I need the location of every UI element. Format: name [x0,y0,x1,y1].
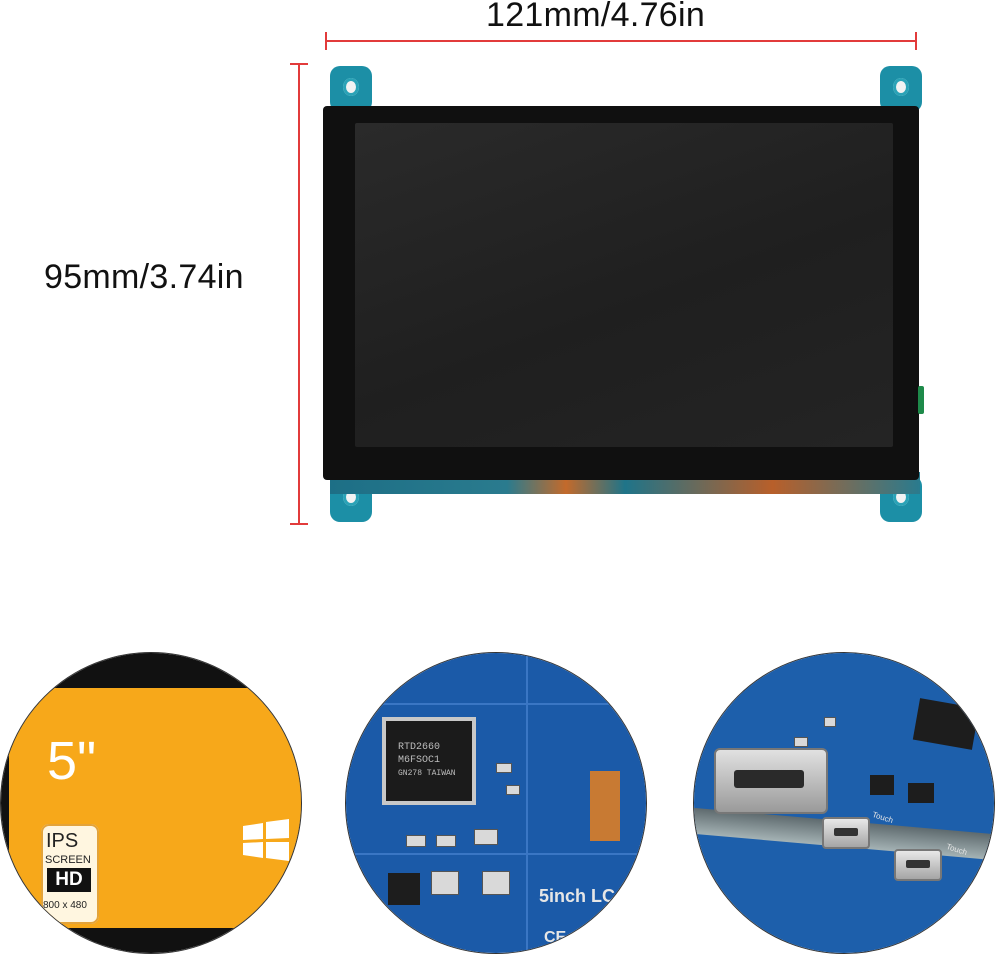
height-dimension-line [298,64,300,524]
width-dimension-line [326,40,916,42]
smd-component [474,829,498,845]
display-bezel [323,106,919,480]
display-screen [355,123,893,447]
orange-screen: 5" IPS SCREEN HD 800 x 480 [9,688,301,928]
smd-component [794,737,808,747]
height-dimension-cap-bottom [290,523,308,525]
pcb-board: RTD2660 M6FSOC1 GN278 TAIWAN 5inch LC CE [346,653,646,953]
chip-line-1: RTD2660 [398,742,441,753]
micro-usb-port-icon [822,817,870,849]
smd-component [436,835,456,847]
hdmi-port-icon [714,748,828,814]
controller-chip: RTD2660 M6FSOC1 GN278 TAIWAN [386,721,472,801]
detail-circle-pcb: RTD2660 M6FSOC1 GN278 TAIWAN 5inch LC CE [345,652,647,954]
width-label: 121mm/4.76in [486,0,706,34]
controller-chip [912,698,980,750]
micro-usb-port-icon [894,849,942,881]
smd-component [506,785,520,795]
small-ic [908,783,934,803]
pcb-trace [526,653,528,953]
windows-logo-icon [243,819,289,861]
ips-hd-badge: IPS SCREEN HD 800 x 480 [41,824,99,924]
smd-component [431,871,459,895]
height-label: 95mm/3.74in [44,258,244,296]
ce-mark: CE [544,929,567,946]
width-dimension-cap-right [915,32,917,50]
side-button [918,386,924,414]
smd-component [406,835,426,847]
ribbon-cable [590,771,620,841]
pcb-trace [346,703,646,705]
badge-hd: HD [47,868,91,892]
smd-component [824,717,836,727]
width-dimension-cap-left [325,32,327,50]
board-label: 5inch LC [539,886,616,906]
small-ic [388,873,420,905]
chip-line-3: GN278 TAIWAN [398,769,456,778]
badge-ips: IPS [46,830,79,852]
detail-circle-screen: 5" IPS SCREEN HD 800 x 480 [0,652,302,954]
smd-component [482,871,510,895]
chip-marking: RTD2660 M6FSOC1 GN278 TAIWAN [398,741,456,780]
screen-size-label: 5" [47,731,97,791]
detail-circle-ports: Touch Touch [693,652,995,954]
height-dimension-cap-top [290,63,308,65]
pcb-trace [346,853,646,855]
chip-line-2: M6FSOC1 [398,755,441,766]
small-ic [870,775,894,795]
mounting-tab-top-left [330,66,372,112]
badge-screen: SCREEN [45,854,91,866]
mounting-tab-top-right [880,66,922,112]
lcd-module [320,64,925,529]
smd-component [496,763,512,773]
badge-resolution: 800 x 480 [43,900,87,911]
